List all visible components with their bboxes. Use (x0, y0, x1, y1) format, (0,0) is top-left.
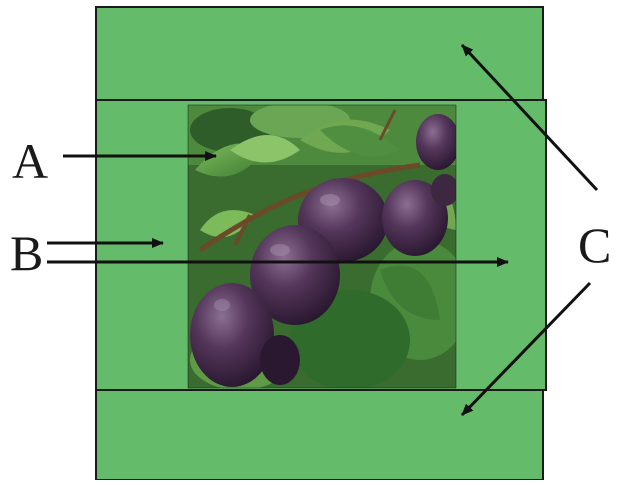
plum-branch-photo (188, 105, 456, 388)
label-a: A (12, 133, 49, 189)
arrow-c-bottom (460, 281, 592, 417)
arrow-c-top (460, 43, 599, 192)
label-b: B (10, 225, 44, 281)
label-c: C (578, 217, 612, 273)
photo-frame (187, 104, 457, 389)
